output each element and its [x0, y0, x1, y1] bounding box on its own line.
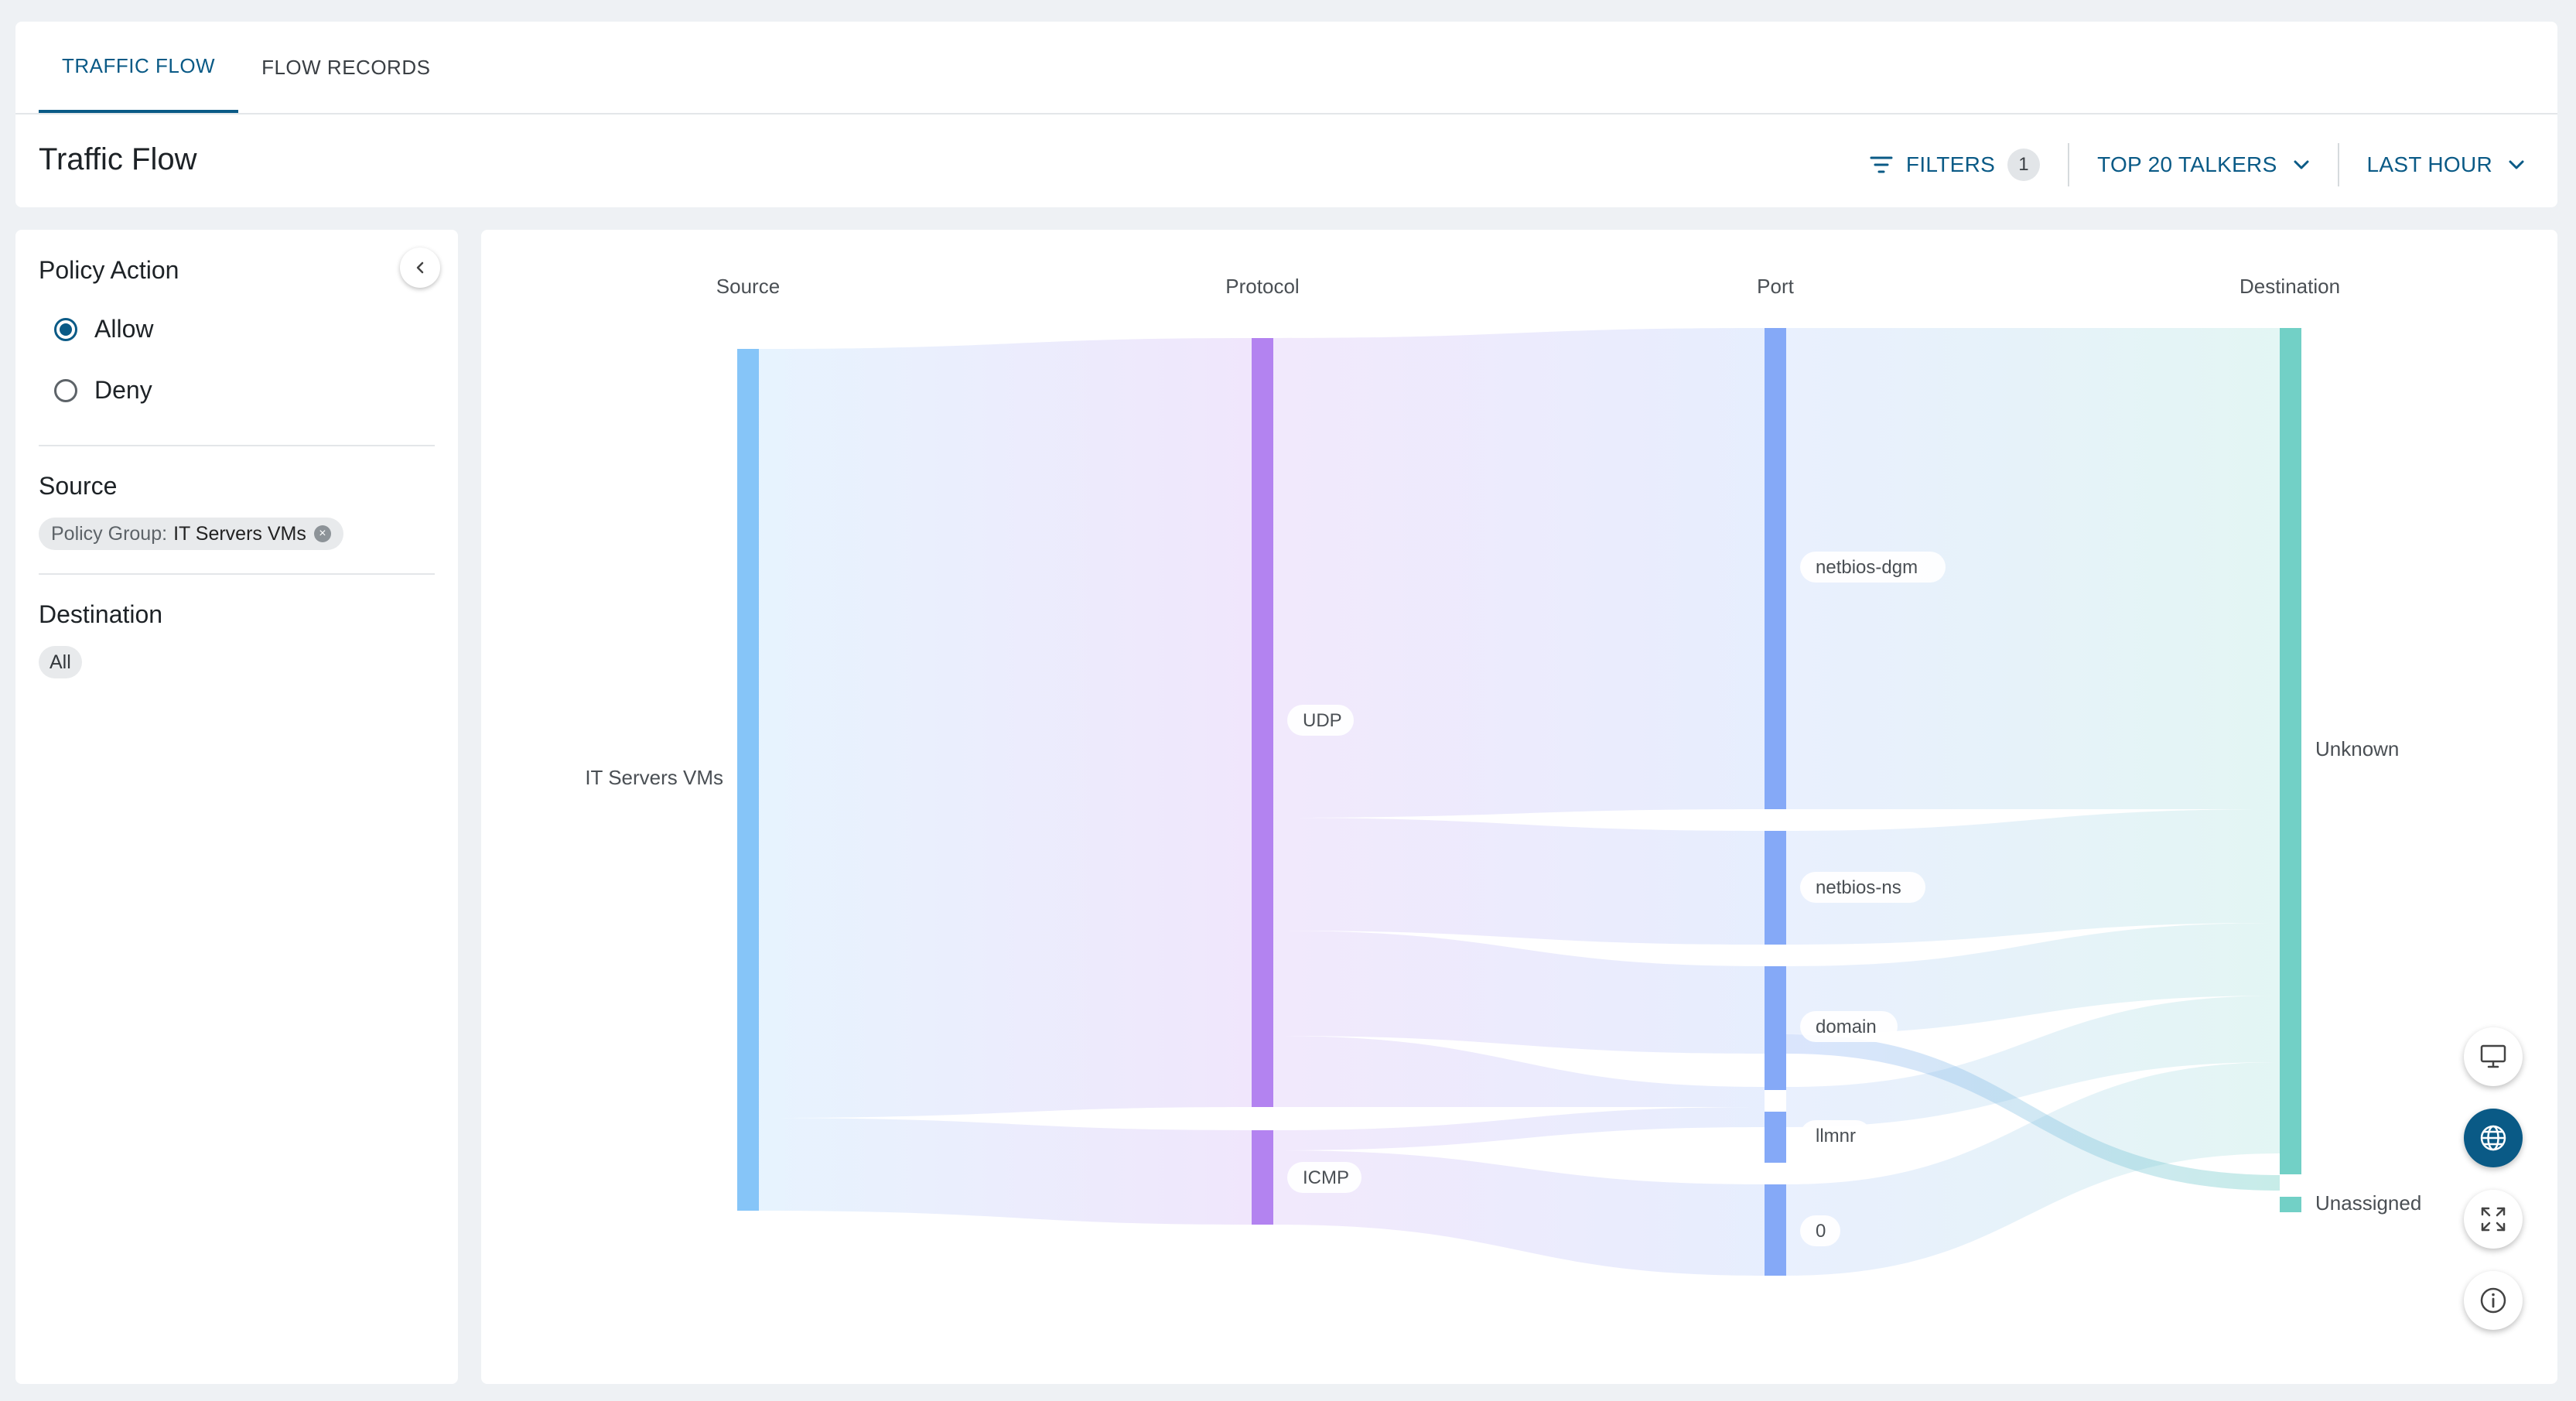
label-netbios-dgm: netbios-dgm	[1816, 557, 1918, 578]
tab-bar: TRAFFIC FLOW FLOW RECORDS	[39, 22, 453, 113]
link-netbios-dgm-unknown[interactable]	[1786, 328, 2280, 809]
header-card: TRAFFIC FLOW FLOW RECORDS Traffic Flow F…	[15, 22, 2557, 207]
destination-title: Destination	[39, 600, 163, 628]
chevron-left-icon	[415, 260, 425, 275]
toolbar: FILTERS 1 TOP 20 TALKERS LAST HOUR	[1869, 142, 2525, 188]
filters-label: FILTERS	[1905, 152, 1996, 176]
column-header-protocol: Protocol	[1225, 275, 1299, 298]
radio-allow[interactable]: Allow	[54, 315, 153, 343]
link-udp-netbios-ns[interactable]	[1273, 818, 1765, 945]
source-title: Source	[39, 472, 118, 500]
column-header-destination: Destination	[2239, 275, 2340, 298]
label-it-servers-vms: IT Servers VMs	[585, 766, 723, 789]
fullscreen-icon	[2479, 1205, 2507, 1233]
label-llmnr: llmnr	[1816, 1126, 1856, 1146]
label-domain: domain	[1816, 1017, 1877, 1037]
toolbar-separator	[2068, 143, 2070, 186]
link-itservers-icmp[interactable]	[759, 1118, 1252, 1225]
radio-deny[interactable]: Deny	[54, 376, 152, 405]
node-unassigned[interactable]	[2280, 1197, 2301, 1212]
label-udp: UDP	[1303, 710, 1342, 731]
label-pill	[1800, 1011, 1898, 1042]
section-divider	[39, 573, 435, 575]
time-range-label: LAST HOUR	[2366, 152, 2492, 176]
link-udp-llmnr[interactable]	[1273, 1036, 1765, 1107]
radio-deny-label: Deny	[94, 376, 152, 404]
column-header-port: Port	[1757, 275, 1794, 298]
label-pill	[1287, 1162, 1361, 1193]
column-header-source: Source	[716, 275, 780, 298]
filter-icon	[1869, 155, 1894, 175]
remove-chip-icon[interactable]: ×	[313, 525, 331, 542]
sankey-chart: Source Protocol Port Destination I	[585, 275, 2421, 1276]
link-domain-unassigned[interactable]	[1786, 1034, 2280, 1191]
collapse-panel-button[interactable]	[400, 248, 440, 288]
fullscreen-button[interactable]	[2464, 1190, 2523, 1249]
chip-prefix: Policy Group:	[51, 522, 168, 545]
node-zero[interactable]	[1765, 1184, 1786, 1276]
node-icmp[interactable]	[1252, 1130, 1273, 1225]
policy-action-title: Policy Action	[39, 256, 179, 284]
toolbar-separator	[2337, 143, 2339, 186]
link-llmnr-unknown[interactable]	[1786, 996, 2280, 1127]
top-talkers-label: TOP 20 TALKERS	[2097, 152, 2277, 176]
globe-view-button[interactable]	[2464, 1109, 2523, 1167]
chip-value: IT Servers VMs	[173, 522, 306, 545]
label-zero: 0	[1816, 1221, 1826, 1242]
node-netbios-ns[interactable]	[1765, 831, 1786, 945]
label-unassigned: Unassigned	[2315, 1191, 2421, 1215]
link-udp-netbios-dgm[interactable]	[1273, 328, 1765, 818]
label-pill	[1800, 552, 1946, 583]
node-llmnr[interactable]	[1765, 1112, 1786, 1163]
radio-checked-icon	[54, 317, 77, 341]
radio-allow-label: Allow	[94, 315, 154, 343]
chip-value: All	[50, 651, 71, 673]
label-pill	[1800, 872, 1925, 903]
link-icmp-zero[interactable]	[1273, 1150, 1765, 1276]
destination-filter-chip: All	[39, 646, 82, 678]
label-pill	[1800, 1120, 1871, 1151]
label-pill	[1287, 705, 1354, 736]
label-netbios-ns: netbios-ns	[1816, 877, 1901, 898]
source-filter-chip[interactable]: Policy Group: IT Servers VMs ×	[39, 518, 343, 550]
monitor-view-button[interactable]	[2464, 1027, 2523, 1086]
top-talkers-dropdown[interactable]: TOP 20 TALKERS	[2097, 152, 2309, 177]
sankey-card: Source Protocol Port Destination I	[481, 230, 2557, 1384]
monitor-icon	[2479, 1044, 2507, 1070]
filters-button[interactable]: FILTERS 1	[1869, 149, 2041, 181]
info-icon	[2479, 1286, 2508, 1315]
time-range-dropdown[interactable]: LAST HOUR	[2367, 152, 2525, 177]
node-udp[interactable]	[1252, 338, 1273, 1107]
globe-icon	[2479, 1123, 2508, 1153]
radio-unchecked-icon	[54, 378, 77, 402]
node-it-servers-vms[interactable]	[737, 349, 759, 1211]
label-pill	[1800, 1215, 1840, 1246]
page-title: Traffic Flow	[39, 142, 197, 176]
link-icmp-llmnr[interactable]	[1273, 1107, 1765, 1150]
link-udp-domain[interactable]	[1273, 931, 1765, 1054]
link-netbios-ns-unknown[interactable]	[1786, 809, 2280, 945]
label-icmp: ICMP	[1303, 1167, 1349, 1188]
node-netbios-dgm[interactable]	[1765, 328, 1786, 809]
filters-count-badge: 1	[2007, 149, 2041, 181]
label-unknown: Unknown	[2315, 737, 2399, 760]
info-button[interactable]	[2464, 1271, 2523, 1330]
chevron-down-icon	[2293, 159, 2310, 170]
tab-divider	[15, 113, 2557, 114]
section-divider	[39, 445, 435, 446]
filter-panel: Policy Action Allow Deny Source Policy G…	[15, 230, 458, 1384]
link-zero-unknown[interactable]	[1786, 1062, 2280, 1276]
tab-traffic-flow[interactable]: TRAFFIC FLOW	[39, 22, 239, 113]
node-unknown[interactable]	[2280, 328, 2301, 1174]
node-domain[interactable]	[1765, 966, 1786, 1090]
link-itservers-udp[interactable]	[759, 338, 1252, 1118]
chevron-down-icon	[2508, 159, 2525, 170]
tab-flow-records[interactable]: FLOW RECORDS	[261, 55, 431, 79]
link-domain-unknown[interactable]	[1786, 923, 2280, 1034]
